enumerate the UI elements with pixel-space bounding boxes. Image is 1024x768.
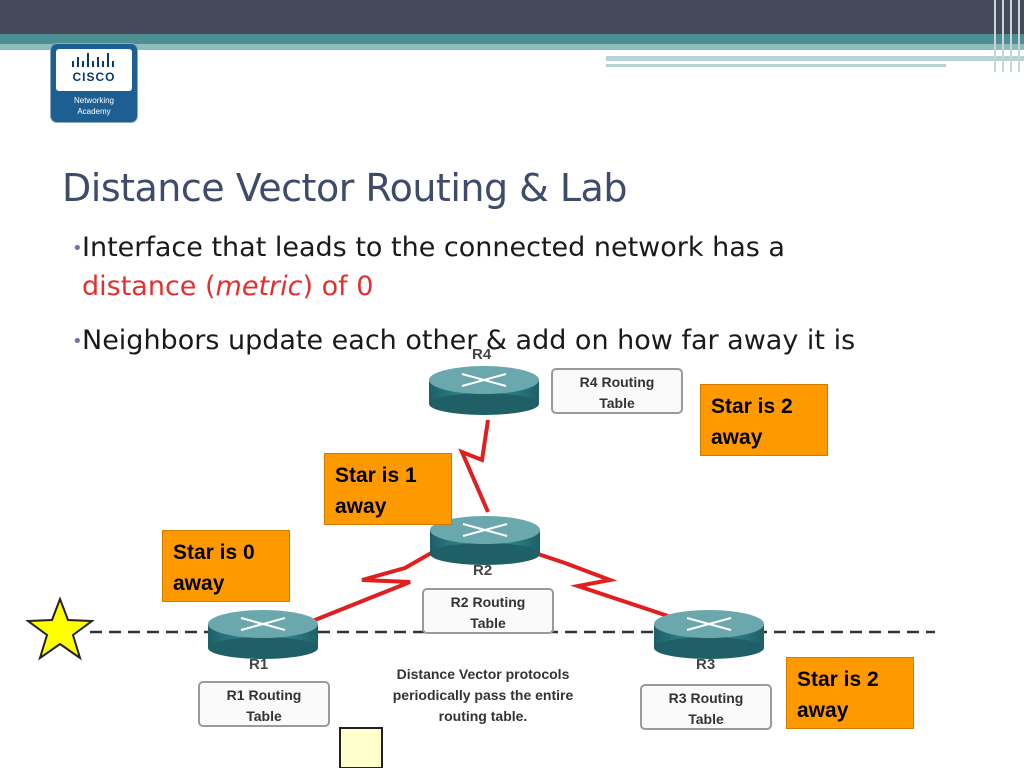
link-r4-r2 (458, 419, 490, 513)
header-stripe (0, 34, 1024, 44)
bullet-1: • Interface that leads to the connected … (72, 232, 785, 302)
r1-table-line2: Table (246, 708, 282, 724)
bullet-1-distance: distance (metric) of 0 (82, 271, 373, 302)
link-r2-r1 (299, 546, 441, 628)
top-bar (0, 0, 1024, 34)
note-line1: Distance Vector protocols (396, 666, 570, 682)
header-vline (1002, 0, 1004, 72)
r3-routing-table: R3 Routing Table (640, 684, 772, 730)
router-r4-icon (429, 366, 539, 415)
cisco-logo: CISCO Networking Academy (51, 44, 137, 122)
note-line3: routing table. (438, 708, 528, 724)
cisco-logo-badge: CISCO (56, 49, 132, 91)
callout-r2-line2: away (335, 495, 387, 518)
header-stripe-right-thin (606, 64, 946, 67)
router-r2-icon (430, 516, 540, 565)
link-r2-r3 (519, 546, 669, 618)
r2-table-line2: Table (470, 615, 506, 631)
router-r1-icon (208, 610, 318, 659)
bullet-2-text: Neighbors update each other & add on how… (82, 325, 856, 356)
note-line2: periodically pass the entire (392, 687, 574, 703)
bullet-1-red-a: distance ( (82, 271, 216, 302)
router-r2-label: R2 (473, 562, 493, 579)
router-r3-icon (654, 610, 764, 659)
callout-r4-line1: Star is 2 (711, 395, 793, 418)
callout-r1-line1: Star is 0 (173, 541, 255, 564)
star-icon (25, 596, 95, 661)
r1-table-line1: R1 Routing (226, 687, 302, 703)
r3-table-line1: R3 Routing (668, 690, 744, 706)
bullet-1-text: Interface that leads to the connected ne… (82, 232, 785, 263)
header-vline (994, 0, 996, 72)
r4-table-line2: Table (599, 395, 635, 411)
bullet-2: • Neighbors update each other & add on h… (72, 325, 856, 356)
bullet-dot-icon: • (72, 331, 83, 352)
bullet-dot-icon: • (72, 238, 83, 259)
callout-r3-line1: Star is 2 (797, 668, 879, 691)
r3-table-line2: Table (688, 711, 724, 727)
r4-routing-table: R4 Routing Table (551, 368, 683, 414)
logo-line2: Academy (77, 107, 111, 116)
header-stripe-light (0, 44, 1024, 50)
slide-title: Distance Vector Routing & Lab (62, 166, 627, 210)
callout-r1: Star is 0 away (162, 530, 290, 602)
callout-r4-line2: away (711, 426, 763, 449)
header-vline (1010, 0, 1012, 72)
callout-r1-line2: away (173, 572, 225, 595)
bullet-1-metric: metric (215, 271, 303, 302)
logo-subtitle: Networking Academy (51, 95, 137, 117)
router-r1-label: R1 (249, 656, 269, 673)
r2-routing-table: R2 Routing Table (422, 588, 554, 634)
bullet-1-red-b: ) of 0 (302, 271, 374, 302)
header-vline (1018, 0, 1020, 72)
r4-table-line1: R4 Routing (579, 374, 655, 390)
router-r3-label: R3 (696, 656, 716, 673)
logo-line1: Networking (73, 96, 114, 105)
callout-r3: Star is 2 away (786, 657, 914, 729)
callout-r2: Star is 1 away (324, 453, 452, 525)
diagram-note: Distance Vector protocols periodically p… (352, 664, 614, 727)
header-stripe-right (606, 56, 1024, 61)
router-r4-label: R4 (472, 346, 492, 363)
callout-r3-line2: away (797, 699, 849, 722)
r2-table-line1: R2 Routing (450, 594, 526, 610)
r1-routing-table: R1 Routing Table (198, 681, 330, 727)
yellow-box (339, 727, 383, 768)
callout-r4: Star is 2 away (700, 384, 828, 456)
callout-r2-line1: Star is 1 (335, 464, 417, 487)
logo-brand: CISCO (72, 70, 116, 84)
cisco-bars-icon (72, 53, 114, 67)
